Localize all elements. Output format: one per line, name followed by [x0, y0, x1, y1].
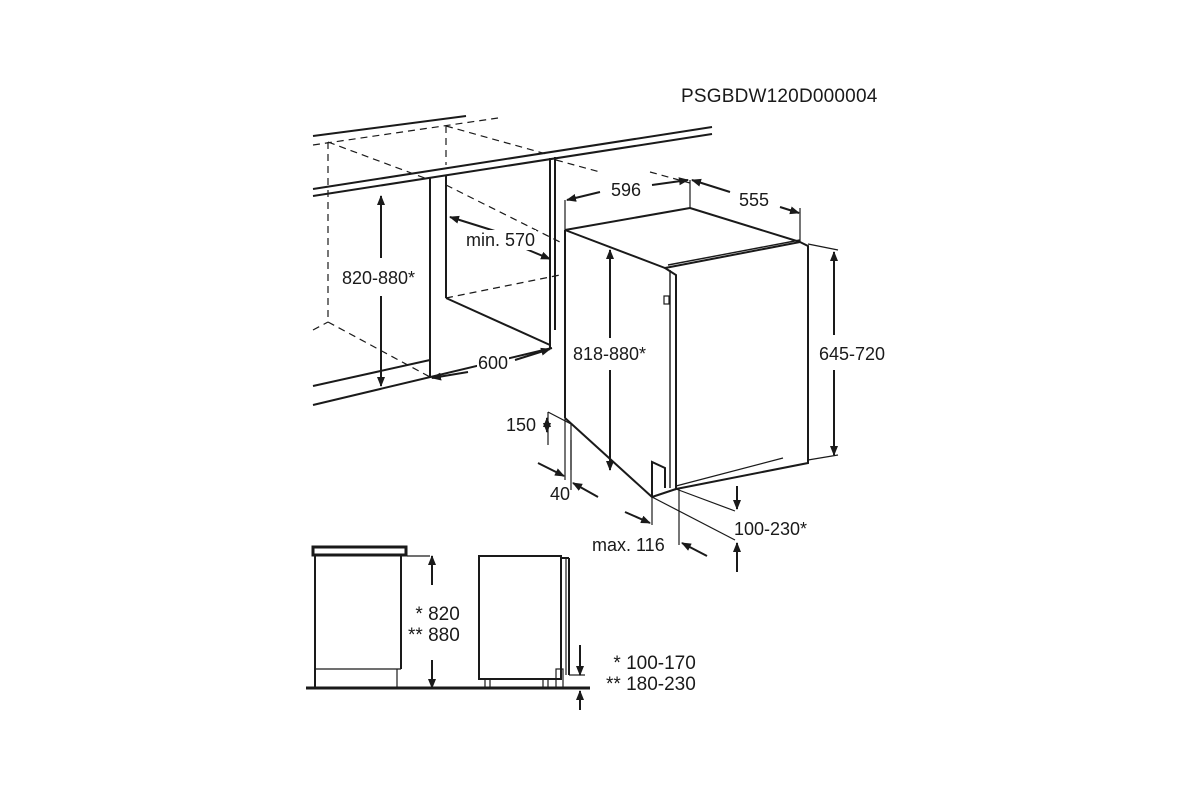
plinth-depth-label: 40	[550, 484, 571, 504]
appliance-width-label: 596	[610, 180, 643, 200]
appliance-depth-label: 555	[738, 190, 771, 210]
appliance-height-label: 818-880*	[572, 344, 648, 364]
plinth-range-option-1: * 100-170	[613, 653, 696, 674]
counter-height-legend: * 820 ** 880	[408, 604, 460, 646]
plinth-height-label: 150	[506, 415, 537, 435]
plinth-gap-label: 100-230*	[734, 519, 808, 539]
niche-depth-label: min. 570	[465, 230, 537, 250]
diagram-code: PSGBDW120D000004	[681, 86, 878, 107]
plinth-range-option-2: ** 180-230	[606, 674, 696, 695]
counter-height-option-1: * 820	[415, 604, 460, 625]
counter-height-option-2: ** 880	[408, 625, 460, 646]
door-panel-height-label: 645-720	[818, 344, 887, 364]
niche-width-label: 600	[477, 353, 510, 373]
cabinet-height-label: 820-880*	[341, 268, 417, 288]
max-recess-label: max. 116	[592, 535, 665, 555]
plinth-range-legend: * 100-170 ** 180-230	[606, 653, 696, 695]
